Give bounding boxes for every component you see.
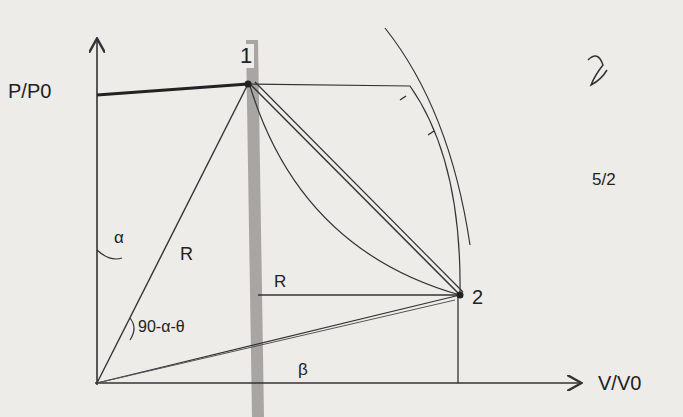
radius-line <box>97 84 248 383</box>
state-point <box>245 81 252 88</box>
chord-line <box>255 82 463 292</box>
isotherm-curve <box>385 28 470 245</box>
point-number: 2 <box>470 286 485 308</box>
drop-line <box>457 295 458 383</box>
angle-label: β <box>296 360 310 379</box>
angle-label: 90-α-θ <box>136 318 187 336</box>
v-axis <box>95 382 580 384</box>
tick-mark <box>400 96 434 135</box>
origin-2-line <box>97 295 460 383</box>
state-point <box>457 292 464 299</box>
length-label: R <box>272 272 288 291</box>
chord-line <box>250 84 460 295</box>
axis-label: V/V0 <box>596 372 643 394</box>
scribble <box>588 56 607 85</box>
origin-2-line <box>97 300 455 383</box>
pressure-line <box>97 84 248 95</box>
axis-label: P/P0 <box>6 80 53 102</box>
note-label: 5/2 <box>590 170 618 189</box>
point-number: 1 <box>238 44 254 68</box>
p-axis <box>96 40 98 385</box>
length-label: R <box>178 244 195 264</box>
angle-arc <box>130 318 134 340</box>
radius-line <box>258 294 460 295</box>
arc-curve <box>250 84 460 295</box>
angle-arc <box>97 250 122 259</box>
angle-label: α <box>112 228 126 247</box>
